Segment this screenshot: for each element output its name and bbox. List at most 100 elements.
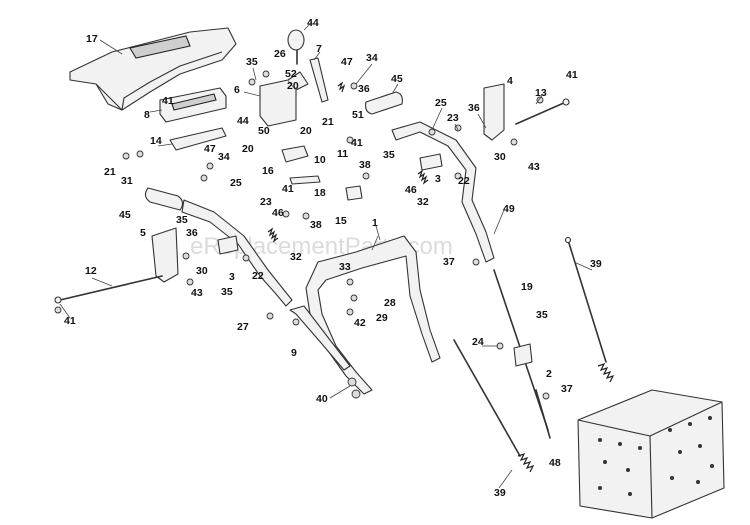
callout-27: 27 <box>237 321 249 333</box>
cable-guide <box>345 185 363 201</box>
callout-33: 33 <box>339 261 351 273</box>
handle-grip-right <box>365 83 403 115</box>
callout-49: 49 <box>503 203 515 215</box>
callout-labels: 44 17 35 26 7 34 47 52 6 20 36 45 41 8 4… <box>64 17 602 499</box>
callout-10: 10 <box>314 154 326 166</box>
callout-20: 20 <box>300 125 312 137</box>
hardware <box>54 70 550 400</box>
callout-35: 35 <box>536 309 548 321</box>
callout-45: 45 <box>119 209 131 221</box>
pivot-brackets <box>217 153 443 255</box>
springs <box>267 81 429 243</box>
callout-47: 47 <box>204 143 216 155</box>
callout-30: 30 <box>494 151 506 163</box>
callout-36: 36 <box>468 102 480 114</box>
callout-47: 47 <box>341 56 353 68</box>
left-rod <box>54 275 163 304</box>
callout-39: 39 <box>494 487 506 499</box>
control-bracket <box>149 87 227 123</box>
callout-44: 44 <box>237 115 249 127</box>
callout-48: 48 <box>549 457 561 469</box>
callout-35: 35 <box>221 286 233 298</box>
dash-panel <box>69 27 237 111</box>
callout-26: 26 <box>274 48 286 60</box>
callout-31: 31 <box>121 175 133 187</box>
lever-arm <box>169 127 227 151</box>
callout-12: 12 <box>85 265 97 277</box>
callout-20: 20 <box>242 143 254 155</box>
callout-4: 4 <box>507 75 513 87</box>
callout-32: 32 <box>417 196 429 208</box>
callout-16: 16 <box>262 165 274 177</box>
callout-7: 7 <box>316 43 322 55</box>
callout-40: 40 <box>316 393 328 405</box>
callout-46: 46 <box>405 184 417 196</box>
callout-19: 19 <box>521 281 533 293</box>
callout-42: 42 <box>354 317 366 329</box>
upper-handle-left <box>181 199 293 307</box>
callout-9: 9 <box>291 347 297 359</box>
callout-28: 28 <box>384 297 396 309</box>
callout-44: 44 <box>307 17 319 29</box>
callout-3: 3 <box>435 173 441 185</box>
callout-25: 25 <box>230 177 242 189</box>
callout-35: 35 <box>246 56 258 68</box>
callout-29: 29 <box>376 312 388 324</box>
callout-37: 37 <box>561 383 573 395</box>
callout-5: 5 <box>140 227 146 239</box>
cable-left <box>453 339 535 473</box>
callout-35: 35 <box>176 214 188 226</box>
right-bracket <box>483 83 505 141</box>
callout-35: 35 <box>383 149 395 161</box>
shift-bracket <box>243 71 309 127</box>
callout-41: 41 <box>351 137 363 149</box>
shift-knob <box>287 21 313 65</box>
callout-22: 22 <box>458 175 470 187</box>
callout-45: 45 <box>391 73 403 85</box>
callout-8: 8 <box>144 109 150 121</box>
clip-assembly <box>281 145 321 185</box>
callout-37: 37 <box>443 256 455 268</box>
leader-lines <box>59 63 593 489</box>
callout-22: 22 <box>252 270 264 282</box>
callout-41: 41 <box>566 69 578 81</box>
callout-51: 51 <box>352 109 364 121</box>
upper-handle-right <box>391 121 495 263</box>
callout-52: 52 <box>285 68 297 80</box>
handle-grip-left <box>144 187 184 211</box>
callout-25: 25 <box>435 97 447 109</box>
callout-18: 18 <box>314 187 326 199</box>
callout-39: 39 <box>590 258 602 270</box>
callout-36: 36 <box>186 227 198 239</box>
lower-left-handle <box>289 305 351 371</box>
callout-20: 20 <box>287 80 299 92</box>
callout-34: 34 <box>366 52 378 64</box>
callout-43: 43 <box>528 161 540 173</box>
chute-control <box>535 389 551 439</box>
callout-1: 1 <box>372 217 378 229</box>
shift-lever <box>309 51 329 103</box>
callout-43: 43 <box>191 287 203 299</box>
callout-21: 21 <box>104 166 116 178</box>
chute-rod <box>493 269 549 431</box>
callout-14: 14 <box>150 135 162 147</box>
callout-6: 6 <box>234 84 240 96</box>
callout-30: 30 <box>196 265 208 277</box>
callout-41: 41 <box>282 183 294 195</box>
callout-23: 23 <box>447 112 459 124</box>
callout-41: 41 <box>64 315 76 327</box>
cable-right <box>564 236 615 383</box>
callout-38: 38 <box>310 219 322 231</box>
callout-46: 46 <box>272 207 284 219</box>
callout-36: 36 <box>358 83 370 95</box>
right-rod <box>515 98 570 125</box>
callout-23: 23 <box>260 196 272 208</box>
callout-50: 50 <box>258 125 270 137</box>
callout-34: 34 <box>218 151 230 163</box>
callout-15: 15 <box>335 215 347 227</box>
callout-11: 11 <box>337 148 348 160</box>
callout-24: 24 <box>472 336 484 348</box>
auger-housing <box>577 389 725 519</box>
